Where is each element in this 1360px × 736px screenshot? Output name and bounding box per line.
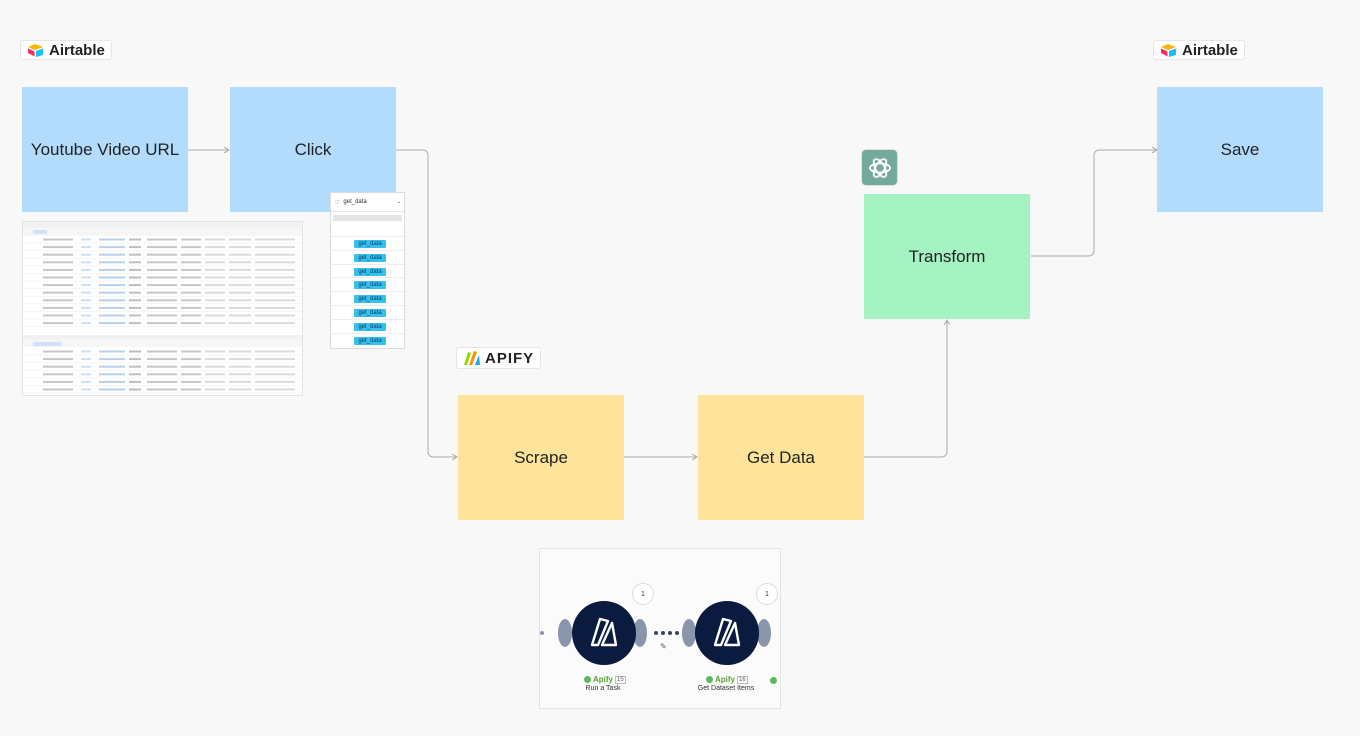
chevron-down-icon: ⌄ (396, 199, 401, 205)
panel-row: get_data (331, 236, 404, 251)
module-app-name: Apify 16 (706, 675, 748, 684)
get-data-button[interactable]: get_data (354, 322, 386, 331)
module-connector-right (757, 619, 771, 647)
node-label: Save (1220, 139, 1260, 159)
wrench-icon[interactable]: ✎ (660, 642, 667, 651)
button-field-icon: ☞ (335, 199, 341, 206)
node-save[interactable]: Save (1157, 87, 1323, 212)
module-label: Get Dataset Items (697, 685, 755, 692)
module-connector-left (558, 619, 572, 647)
connection-dot (661, 631, 665, 635)
apify-module-run-task[interactable] (572, 601, 636, 665)
chatgpt-icon (861, 149, 898, 186)
node-label: Get Data (746, 447, 816, 467)
airtable-icon (28, 44, 43, 57)
module-id: 16 (737, 675, 748, 684)
get-data-button[interactable]: get_data (354, 295, 386, 304)
panel-header: ☞ get_data ⌄ (331, 193, 404, 212)
node-label: Youtube Video URL (30, 139, 180, 159)
panel-row: get_data (331, 305, 404, 320)
module-connector-left (682, 619, 696, 647)
node-click[interactable]: Click (230, 87, 396, 212)
make-scenario-preview: 1 1 ✎ Apify 15 Run a Task Apify 16 Get D… (539, 548, 781, 709)
airtable-sheet-thumbnail (22, 221, 303, 396)
trigger-marker (540, 631, 544, 635)
check-icon (584, 676, 591, 683)
panel-row: get_data (331, 332, 404, 348)
node-get-data[interactable]: Get Data (698, 395, 864, 520)
node-youtube-video-url[interactable]: Youtube Video URL (22, 87, 188, 212)
apify-module-icon (590, 617, 618, 647)
airtable-logo-left: Airtable (20, 40, 112, 60)
airtable-logo-right: Airtable (1153, 40, 1245, 60)
apify-module-icon (713, 617, 741, 647)
node-transform[interactable]: Transform (864, 194, 1030, 319)
get-data-button[interactable]: get_data (354, 336, 386, 345)
apify-logo: APIFY (456, 347, 542, 369)
check-icon (706, 676, 713, 683)
panel-row: get_data (331, 249, 404, 265)
node-label: Transform (908, 246, 986, 266)
connection-dot (675, 631, 679, 635)
get-data-button[interactable]: get_data (354, 253, 386, 262)
module-badge: 1 (632, 583, 654, 605)
panel-header-label: get_data (343, 199, 367, 205)
get-data-button[interactable]: get_data (354, 309, 386, 317)
module-badge: 1 (756, 583, 778, 605)
panel-row: get_data (331, 318, 404, 334)
apify-logo-text: APIFY (485, 349, 535, 367)
apify-icon (464, 351, 480, 365)
connection-dot (668, 631, 672, 635)
sheet-preview-image (23, 222, 302, 394)
check-icon (770, 677, 777, 684)
apify-module-get-dataset[interactable] (695, 601, 759, 665)
node-label: Scrape (514, 447, 568, 467)
module-id: 15 (615, 675, 626, 684)
airtable-icon (1161, 44, 1176, 57)
module-connector-right (633, 619, 647, 647)
node-scrape[interactable]: Scrape (458, 395, 624, 520)
get-data-button[interactable]: get_data (354, 281, 386, 290)
panel-row: get_data (331, 263, 404, 279)
edge-getdata-transform (864, 320, 947, 458)
panel-divider (333, 215, 402, 221)
airtable-logo-text: Airtable (49, 41, 105, 59)
module-label: Run a Task (585, 685, 621, 692)
panel-row: get_data (331, 277, 404, 292)
edge-click-scrape (396, 149, 457, 457)
node-label: Click (294, 139, 332, 159)
connection-dot (654, 631, 658, 635)
edge-transform-save (1031, 150, 1157, 257)
module-app-name: Apify 15 (584, 675, 626, 684)
panel-row: get_data (331, 291, 404, 306)
airtable-logo-text: Airtable (1182, 41, 1238, 59)
get-data-button[interactable]: get_data (354, 240, 386, 248)
get-data-button[interactable]: get_data (354, 267, 386, 276)
